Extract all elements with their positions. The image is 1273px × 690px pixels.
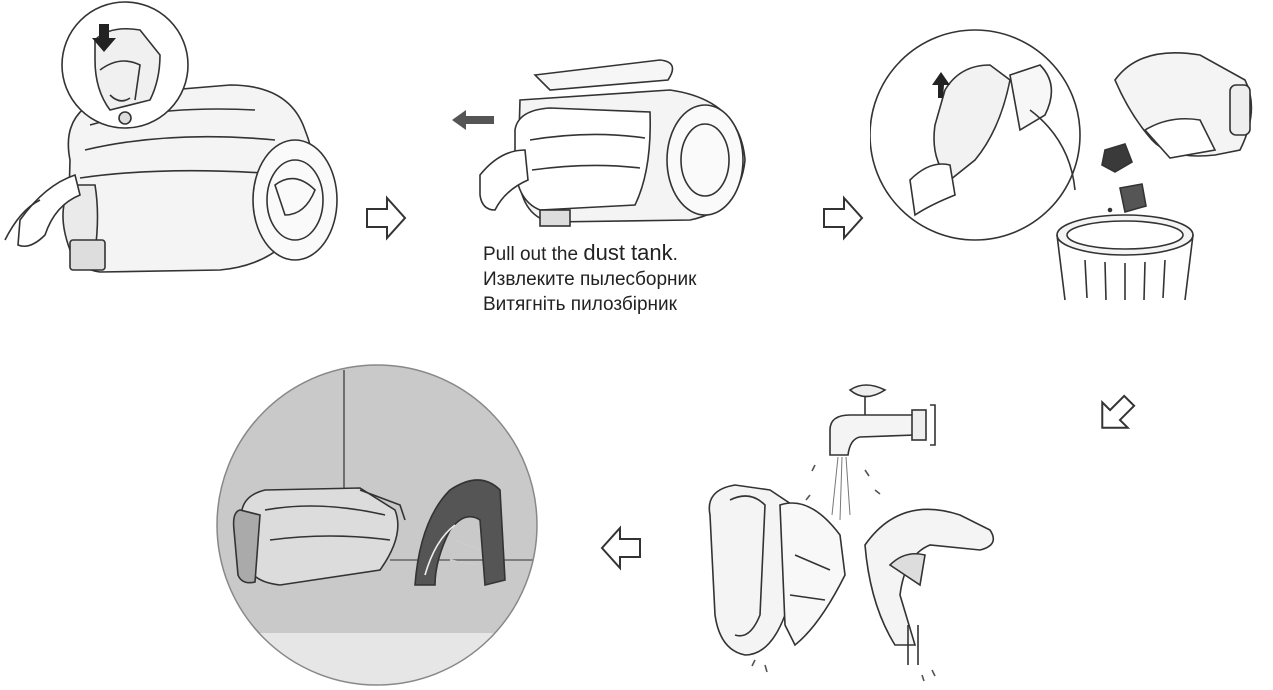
step5-dry-parts-illustration: [210, 360, 550, 690]
step3-empty-dust-illustration: [870, 20, 1270, 310]
hollow-arrow-icon: [823, 195, 864, 241]
step2-pull-dust-tank-illustration: [440, 50, 770, 235]
caption-russian: Извлеките пылесборник: [483, 269, 697, 290]
down-arrow-icon: [92, 24, 116, 52]
hollow-arrow-icon: [1101, 394, 1136, 429]
step1-press-release-illustration: [0, 0, 340, 290]
instruction-caption: Pull out the dust tank. Извлеките пылесб…: [483, 240, 803, 317]
hollow-arrow-icon: [366, 195, 407, 241]
caption-ukrainian: Витягніть пилозбірник: [483, 294, 677, 315]
solid-arrow-icon: [452, 110, 494, 130]
hollow-arrow-icon: [600, 525, 641, 571]
step4-rinse-parts-illustration: [690, 375, 1030, 690]
caption-english: Pull out the dust tank.: [483, 240, 678, 265]
